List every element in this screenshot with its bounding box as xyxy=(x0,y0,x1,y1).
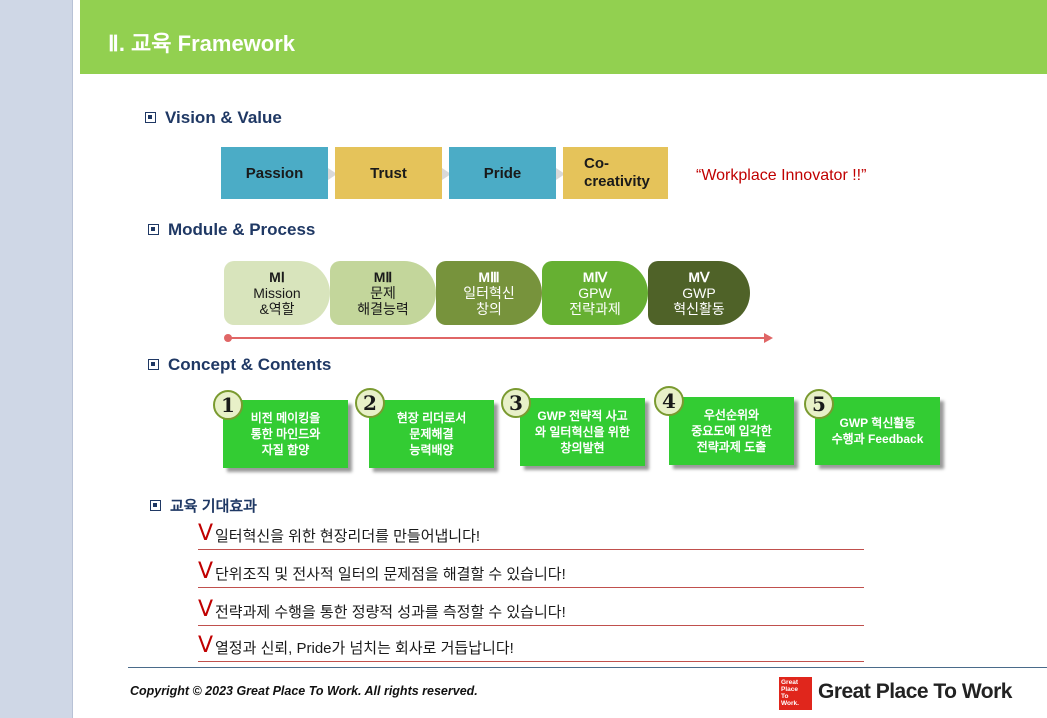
vision-trust: Trust xyxy=(335,147,451,199)
module-line: 전략과제 xyxy=(569,301,621,317)
section-concept-heading: Concept & Contents xyxy=(148,355,331,375)
arrow-right-icon xyxy=(442,168,451,180)
vision-label: Passion xyxy=(245,164,304,182)
module-line: 혁신활동 xyxy=(673,301,725,317)
concept-card-1: 비전 메이킹을 통한 마인드와 자질 함양 xyxy=(223,400,348,468)
check-v-icon: V xyxy=(198,633,214,658)
concept-number-5: 5 xyxy=(804,389,834,419)
square-bullet-icon xyxy=(148,224,159,235)
section-vision-heading: Vision & Value xyxy=(145,108,282,128)
check-v-icon: V xyxy=(198,597,214,622)
module-title: MⅣ xyxy=(582,269,608,285)
effect-text: 일터혁신을 위한 현장리더를 만들어냅니다! xyxy=(215,528,481,545)
module-line: 문제 xyxy=(370,285,396,301)
check-v-icon: V xyxy=(198,521,214,546)
arrow-right-icon xyxy=(764,333,773,343)
vision-passion: Passion xyxy=(221,147,337,199)
process-timeline xyxy=(228,337,764,339)
concept-card-3: GWP 전략적 사고 와 일터혁신을 위한 창의발현 xyxy=(520,398,645,466)
side-divider xyxy=(72,0,80,718)
module-title: MⅤ xyxy=(688,269,710,285)
module-title: MⅠ xyxy=(269,269,285,285)
module-line: Mission xyxy=(253,285,301,301)
side-panel xyxy=(0,0,72,718)
module-line: 일터혁신 xyxy=(463,285,515,301)
gptw-logo-icon: Great Place To Work. xyxy=(779,677,812,710)
vision-cocreativity: Co- creativity xyxy=(563,147,668,199)
module-m3: MⅢ 일터혁신 창의 xyxy=(436,261,542,325)
concept-number-3: 3 xyxy=(501,388,531,418)
effect-text: 열정과 신뢰, Pride가 넘치는 회사로 거듭납니다! xyxy=(215,640,514,657)
module-m5: MⅤ GWP 혁신활동 xyxy=(648,261,750,325)
copyright-text: Copyright © 2023 Great Place To Work. Al… xyxy=(130,684,478,698)
module-line: &역할 xyxy=(259,301,295,317)
module-m1: MⅠ Mission &역할 xyxy=(224,261,330,325)
page-title: Ⅱ. 교육 Framework xyxy=(108,31,296,56)
concept-number-2: 2 xyxy=(355,388,385,418)
check-v-icon: V xyxy=(198,559,214,584)
footer-divider xyxy=(128,667,1047,668)
vision-pride: Pride xyxy=(449,147,565,199)
gptw-logo-text: Great Place To Work xyxy=(818,680,1012,703)
concept-card-5: GWP 혁신활동 수행과 Feedback xyxy=(815,397,940,465)
concept-number-1: 1 xyxy=(213,390,243,420)
arrow-right-icon xyxy=(328,168,337,180)
module-line: GPW xyxy=(578,285,612,301)
section-module-heading: Module & Process xyxy=(148,220,315,240)
effect-text: 전략과제 수행을 통한 정량적 성과를 측정할 수 있습니다! xyxy=(215,604,566,621)
module-m2: MⅡ 문제 해결능력 xyxy=(330,261,436,325)
module-title: MⅡ xyxy=(373,269,393,285)
effect-item-2: V 단위조직 및 전사적 일터의 문제점을 해결할 수 있습니다! xyxy=(198,559,864,588)
vision-label: Trust xyxy=(370,164,407,182)
header-bar: Ⅱ. 교육 Framework xyxy=(80,0,1047,74)
vision-slogan: “Workplace Innovator !!” xyxy=(696,167,867,184)
vision-label: Pride xyxy=(483,164,522,182)
module-line: 해결능력 xyxy=(357,301,409,317)
concept-number-4: 4 xyxy=(654,386,684,416)
arrow-right-icon xyxy=(556,168,565,180)
effect-item-4: V 열정과 신뢰, Pride가 넘치는 회사로 거듭납니다! xyxy=(198,633,864,662)
effect-text: 단위조직 및 전사적 일터의 문제점을 해결할 수 있습니다! xyxy=(215,566,566,583)
square-bullet-icon xyxy=(150,500,161,511)
module-line: GWP xyxy=(682,285,716,301)
effect-item-3: V 전략과제 수행을 통한 정량적 성과를 측정할 수 있습니다! xyxy=(198,597,864,626)
section-effects-heading: 교육 기대효과 xyxy=(150,495,257,516)
effect-item-1: V 일터혁신을 위한 현장리더를 만들어냅니다! xyxy=(198,521,864,550)
square-bullet-icon xyxy=(148,359,159,370)
concept-card-2: 현장 리더로서 문제해결 능력배양 xyxy=(369,400,494,468)
concept-card-4: 우선순위와 중요도에 입각한 전략과제 도출 xyxy=(669,397,794,465)
module-m4: MⅣ GPW 전략과제 xyxy=(542,261,648,325)
square-bullet-icon xyxy=(145,112,156,123)
module-title: MⅢ xyxy=(478,269,500,285)
vision-label: Co- creativity xyxy=(584,155,650,190)
module-line: 창의 xyxy=(476,301,502,317)
